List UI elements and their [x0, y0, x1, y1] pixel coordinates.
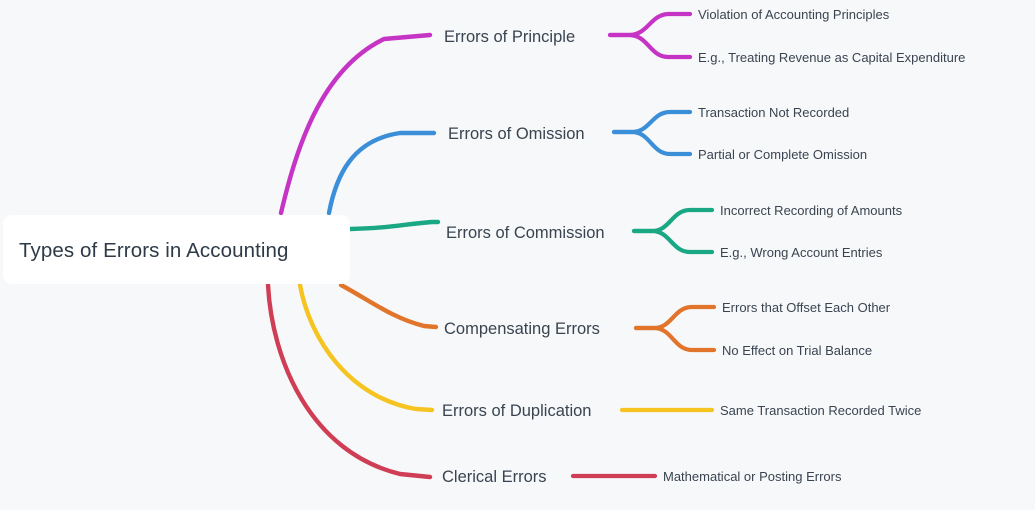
leaf-label-violation-of-accounting-principles: Violation of Accounting Principles [698, 7, 890, 22]
leaf-label-same-transaction-recorded-twice: Same Transaction Recorded Twice [720, 403, 921, 418]
branch-label-errors-of-omission: Errors of Omission [448, 125, 585, 143]
fork-errors-of-commission-upper [631, 207, 715, 234]
root-edge-clerical-errors [265, 282, 433, 480]
leaf-label-transaction-not-recorded: Transaction Not Recorded [698, 105, 849, 120]
branch-errors-of-omission[interactable]: Errors of Omission Transaction Not Recor… [448, 105, 867, 162]
leaf-label-no-effect-on-trial-balance: No Effect on Trial Balance [722, 343, 872, 358]
root-edge-errors-of-omission [326, 130, 437, 216]
root-edges [265, 32, 441, 480]
leaf-label-partial-or-complete-omission: Partial or Complete Omission [698, 147, 867, 162]
fork-errors-of-commission-lower [631, 228, 715, 255]
fork-compensating-errors-lower [633, 325, 717, 353]
leaf-label-mathematical-or-posting-errors: Mathematical or Posting Errors [663, 469, 842, 484]
fork-errors-of-principle-lower [607, 32, 693, 60]
branch-label-errors-of-duplication: Errors of Duplication [442, 402, 591, 420]
root-edge-errors-of-commission [347, 219, 441, 232]
fork-errors-of-principle-upper [607, 11, 693, 38]
branch-label-clerical-errors: Clerical Errors [442, 468, 547, 486]
root-edge-errors-of-duplication [297, 282, 435, 413]
branch-errors-of-principle[interactable]: Errors of Principle Violation of Account… [444, 7, 965, 65]
fork-errors-of-omission-lower [611, 129, 693, 157]
branch-label-errors-of-commission: Errors of Commission [446, 224, 605, 242]
root-node[interactable]: Types of Errors in Accounting [3, 215, 350, 284]
fork-compensating-errors-upper [633, 304, 717, 331]
fork-errors-of-omission-upper [611, 109, 693, 135]
branch-errors-of-duplication[interactable]: Errors of Duplication Same Transaction R… [442, 402, 921, 420]
leaf-label-incorrect-recording-of-amounts: Incorrect Recording of Amounts [720, 203, 903, 218]
root-edge-compensating-errors [338, 282, 439, 330]
root-edge-errors-of-principle [278, 32, 433, 216]
branch-clerical-errors[interactable]: Clerical Errors Mathematical or Posting … [442, 468, 842, 486]
branch-compensating-errors[interactable]: Compensating Errors Errors that Offset E… [444, 300, 891, 358]
branch-errors-of-commission[interactable]: Errors of Commission Incorrect Recording… [446, 203, 903, 260]
leaf-label-errors-that-offset-each-other: Errors that Offset Each Other [722, 300, 891, 315]
root-node-box [3, 215, 350, 284]
leaf-label-treating-revenue-as-capital-expenditure: E.g., Treating Revenue as Capital Expend… [698, 50, 965, 65]
branch-label-errors-of-principle: Errors of Principle [444, 28, 575, 46]
branch-label-compensating-errors: Compensating Errors [444, 320, 600, 338]
root-node-label: Types of Errors in Accounting [19, 239, 289, 262]
leaf-label-wrong-account-entries: E.g., Wrong Account Entries [720, 245, 883, 260]
